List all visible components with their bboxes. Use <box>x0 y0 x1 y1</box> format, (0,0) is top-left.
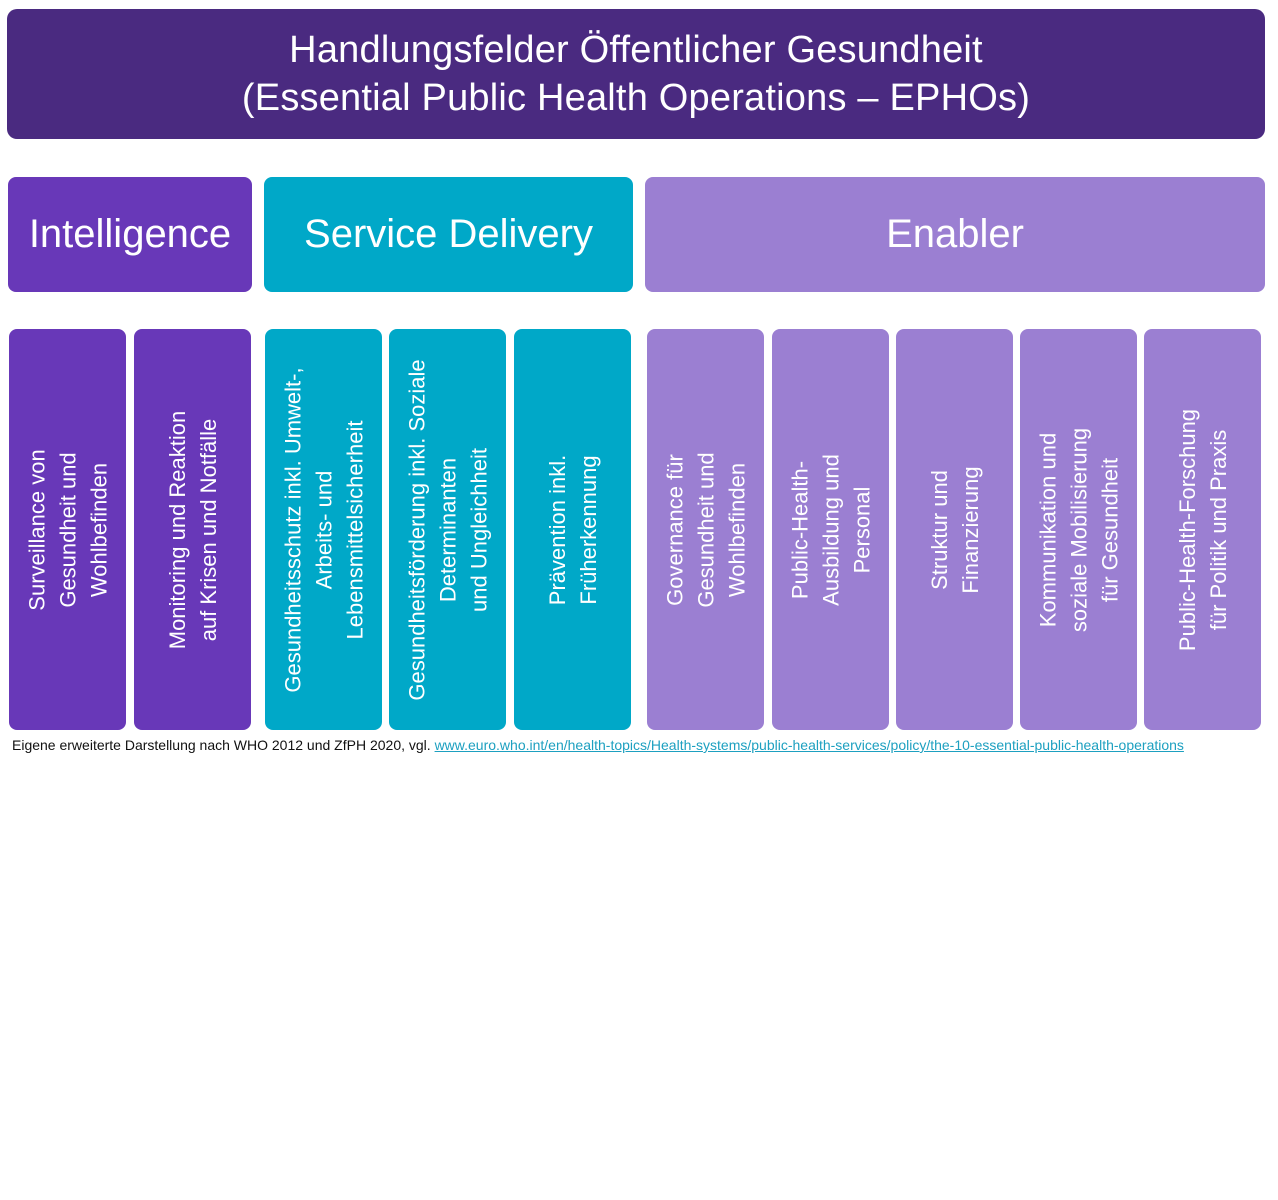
operation-label: Public-Health-Forschung für Politik und … <box>1174 408 1231 651</box>
title-banner: Handlungsfelder Öffentlicher Gesundheit … <box>7 9 1265 139</box>
title-line-2: (Essential Public Health Operations – EP… <box>241 77 1031 119</box>
title-line-1: Handlungsfelder Öffentlicher Gesundheit <box>289 29 983 71</box>
operation-label: Surveillance von Gesundheit und Wohlbefi… <box>24 448 111 611</box>
operation-health-promotion: Gesundheitsförderung inkl. Soziale Deter… <box>389 329 506 730</box>
operation-monitoring: Monitoring und Reaktion auf Krisen und N… <box>134 329 251 730</box>
operation-research: Public-Health-Forschung für Politik und … <box>1144 329 1261 730</box>
operation-health-protection: Gesundheitsschutz inkl. Umwelt-, Arbeits… <box>265 329 382 730</box>
operation-structure-financing: Struktur und Finanzierung <box>896 329 1013 730</box>
category-intelligence: Intelligence <box>8 177 252 292</box>
operation-prevention: Prävention inkl. Früherkennung <box>514 329 631 730</box>
operation-label: Struktur und Finanzierung <box>926 465 983 594</box>
source-link[interactable]: www.euro.who.int/en/health-topics/Health… <box>434 737 1184 753</box>
operation-label: Kommunikation und soziale Mobilisierung … <box>1035 427 1122 632</box>
source-text: Eigene erweiterte Darstellung nach WHO 2… <box>12 737 431 753</box>
operation-label: Prävention inkl. Früherkennung <box>544 454 601 605</box>
operation-label: Monitoring und Reaktion auf Krisen und N… <box>164 410 221 649</box>
operation-workforce: Public-Health- Ausbildung und Personal <box>772 329 889 730</box>
operation-label: Gesundheitsschutz inkl. Umwelt-, Arbeits… <box>280 366 367 693</box>
operation-communication: Kommunikation und soziale Mobilisierung … <box>1020 329 1137 730</box>
operation-label: Governance für Gesundheit und Wohlbefind… <box>662 451 749 608</box>
category-enabler: Enabler <box>645 177 1265 292</box>
operation-governance: Governance für Gesundheit und Wohlbefind… <box>647 329 764 730</box>
source-note: Eigene erweiterte Darstellung nach WHO 2… <box>12 737 1184 753</box>
operation-label: Public-Health- Ausbildung und Personal <box>787 453 874 606</box>
category-service-delivery: Service Delivery <box>264 177 633 292</box>
operation-surveillance: Surveillance von Gesundheit und Wohlbefi… <box>9 329 126 730</box>
operation-label: Gesundheitsförderung inkl. Soziale Deter… <box>404 358 491 701</box>
